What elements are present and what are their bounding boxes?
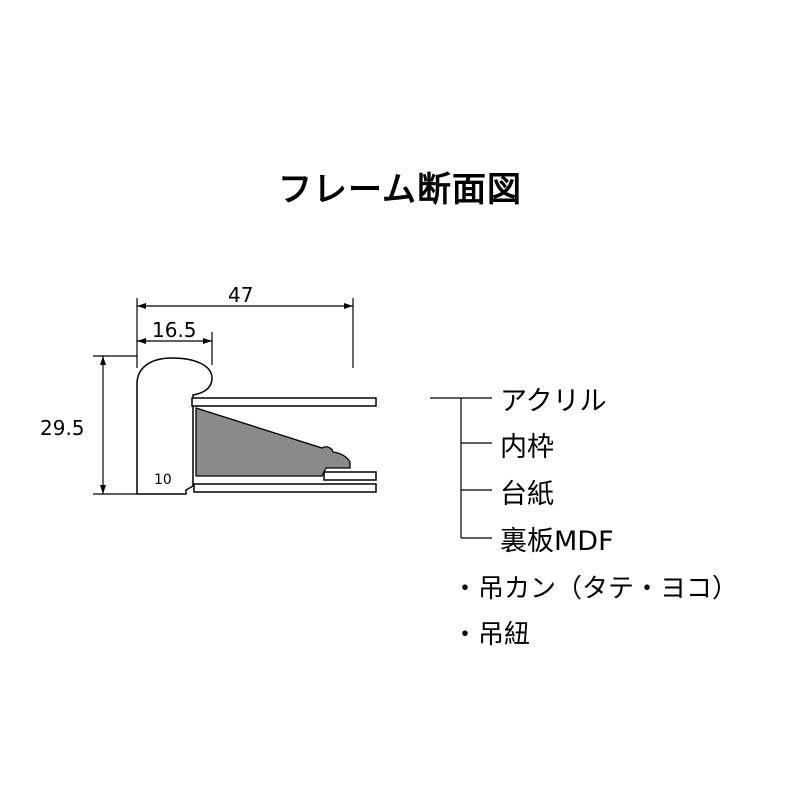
part-label-mat-board: 台紙: [500, 479, 554, 510]
page-title: フレーム断面図: [278, 170, 522, 210]
inner-frame: [195, 407, 351, 477]
outer-frame-profile: [136, 357, 213, 495]
part-label-back-board: 裏板MDF: [500, 526, 614, 557]
dimension-width-total-label: 47: [228, 283, 254, 307]
part-leader-lines: [430, 397, 492, 539]
dimension-thickness-label: 10: [154, 472, 172, 488]
part-label-acrylic: アクリル: [500, 386, 607, 417]
accessory-hanger-hooks: ・吊カン（タテ・ヨコ）: [452, 574, 739, 604]
dimension-height-label: 29.5: [40, 416, 85, 440]
part-label-inner-frame: 内枠: [500, 432, 554, 463]
mat-board: [323, 471, 377, 481]
dimension-width-top-label: 16.5: [152, 318, 197, 342]
back-board-mdf: [193, 483, 377, 493]
acrylic-panel: [191, 397, 377, 407]
dimension-width-top: [137, 332, 213, 365]
dimension-height: [93, 355, 137, 495]
accessory-hanging-cord: ・吊紐: [452, 620, 531, 650]
